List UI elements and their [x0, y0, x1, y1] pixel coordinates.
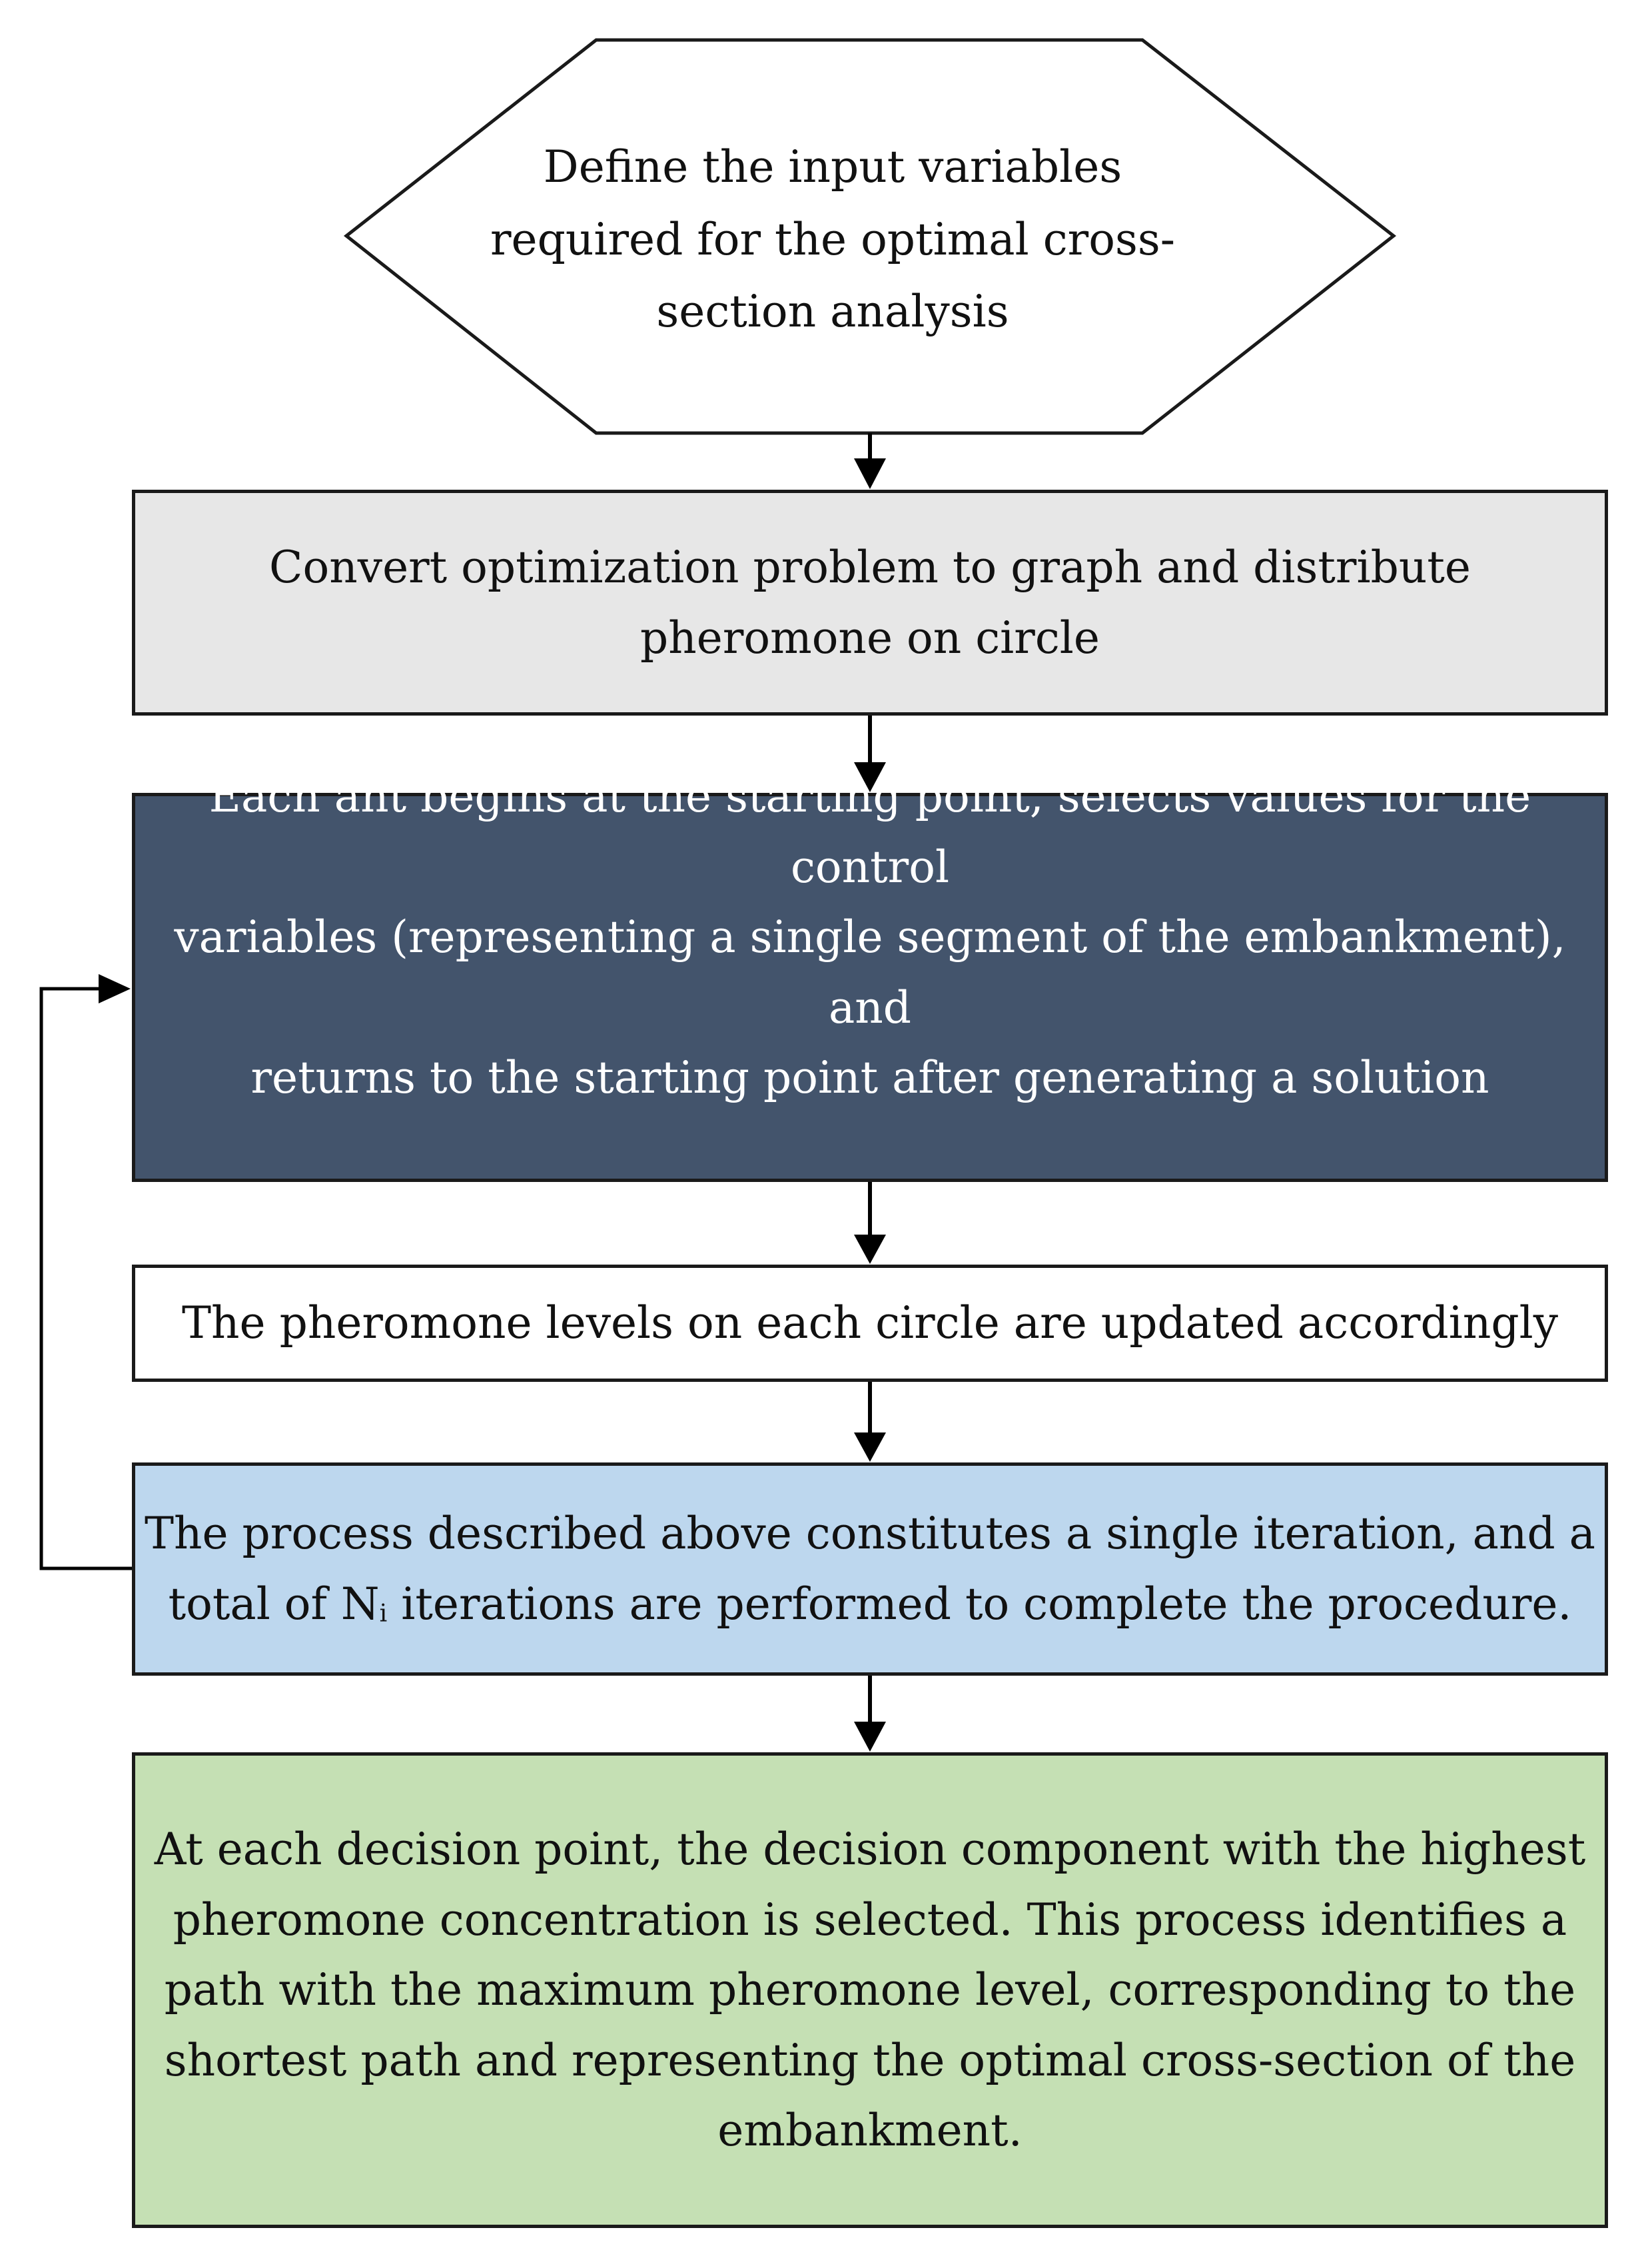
final-box-line: embankment.: [717, 2105, 1023, 2157]
final-box-line: path with the maximum pheromone level, c…: [164, 1964, 1576, 2016]
start-hexagon-shape: [343, 38, 1397, 435]
start-node-line: section analysis: [656, 286, 1009, 338]
arrow-iterate-to-final: [854, 1676, 886, 1752]
iteration-suffix: iterations are performed to complete the…: [387, 1578, 1572, 1630]
convert-graph-box: Convert optimization problem to graph an…: [132, 490, 1608, 716]
arrow-start-to-convert: [854, 433, 886, 489]
iteration-box-line: total of Ni iterations are performed to …: [145, 1569, 1595, 1640]
iteration-subscript: i: [379, 1598, 388, 1628]
start-node-line: required for the optimal cross-: [490, 213, 1175, 265]
ant-box-line: variables (representing a single segment…: [174, 911, 1566, 1033]
ant-box-line: returns to the starting point after gene…: [250, 1052, 1489, 1104]
ant-box-line: Each ant begins at the starting point, s…: [208, 771, 1531, 893]
iteration-box-line: The process described above constitutes …: [144, 1508, 1596, 1560]
arrow-ants-to-update: [854, 1182, 886, 1264]
update-box-line: The pheromone levels on each circle are …: [182, 1297, 1558, 1349]
iteration-box: The process described above constitutes …: [132, 1462, 1608, 1676]
final-box-line: pheromone concentration is selected. Thi…: [173, 1894, 1567, 1946]
ant-solution-box: Each ant begins at the starting point, s…: [132, 771, 1608, 1182]
start-node-line: Define the input variables: [543, 141, 1122, 193]
arrow-update-to-iterate: [854, 1382, 886, 1462]
convert-box-line: Convert optimization problem to graph an…: [269, 541, 1471, 593]
feedback-loop-arrow: [39, 974, 132, 1570]
final-box-line: shortest path and representing the optim…: [164, 2034, 1576, 2086]
convert-box-line: pheromone on circle: [640, 612, 1100, 664]
start-node-text: Define the input variables required for …: [466, 107, 1199, 373]
pheromone-update-box: The pheromone levels on each circle are …: [132, 1265, 1608, 1382]
optimal-path-box: At each decision point, the decision com…: [132, 1752, 1608, 2228]
iteration-prefix: total of N: [168, 1578, 380, 1630]
final-box-line: At each decision point, the decision com…: [154, 1824, 1586, 1876]
